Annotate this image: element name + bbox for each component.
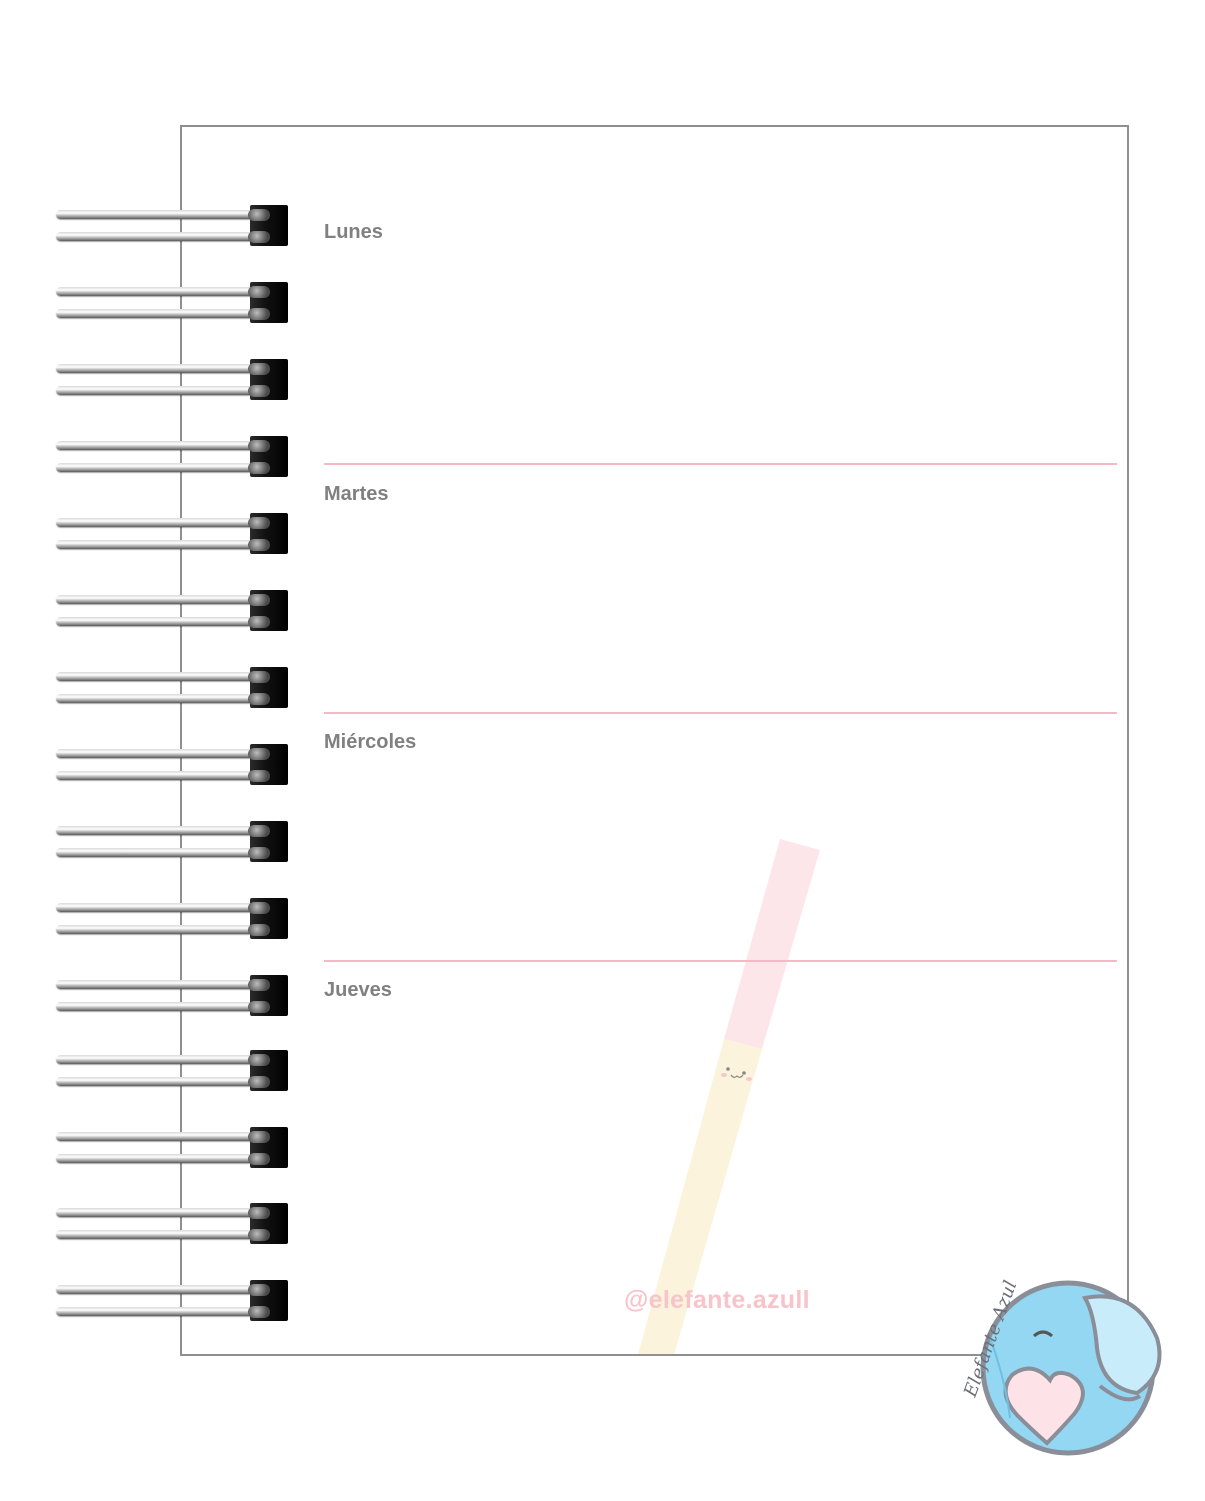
spiral-ring [56,1127,291,1169]
spiral-ring [56,359,291,401]
spiral-ring [56,744,291,786]
spiral-ring [56,975,291,1017]
elephant-heart-icon: Elefante Azul [960,1278,1162,1456]
spiral-ring [56,436,291,478]
day-divider [324,463,1117,465]
day-label-miercoles: Miércoles [324,731,417,753]
day-label-lunes: Lunes [324,221,383,243]
spiral-ring [56,1050,291,1092]
day-label-martes: Martes [324,483,389,505]
spiral-ring [56,513,291,555]
day-divider [324,960,1117,962]
spiral-ring [56,282,291,324]
spiral-ring [56,590,291,632]
spiral-ring [56,821,291,863]
watermark-handle: @elefante.azull [624,1286,810,1314]
spiral-ring [56,667,291,709]
day-label-jueves: Jueves [324,979,392,1001]
spiral-ring [56,1203,291,1245]
spiral-ring [56,205,291,247]
day-divider [324,712,1117,714]
spiral-ring [56,1280,291,1322]
planner-page: Lunes Martes Miércoles Jueves @elefante.… [180,125,1129,1356]
spiral-ring [56,898,291,940]
